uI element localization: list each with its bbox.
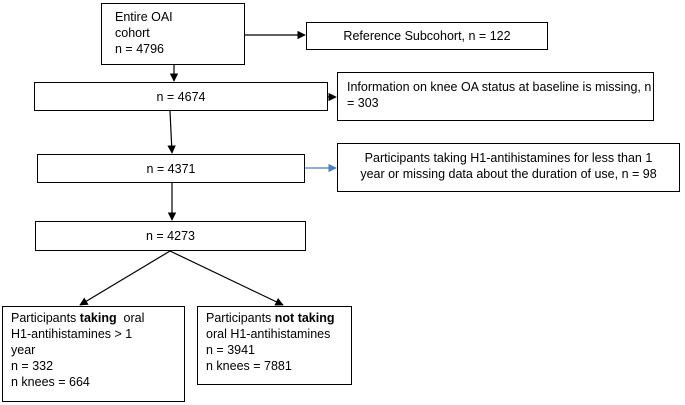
not-taking-bold: not taking [274,311,335,325]
not-taking-group-box: Participants not taking oral H1-antihist… [197,306,352,385]
entire-cohort-line1: Entire OAI [115,10,173,24]
taking-group-count: n = 332 [11,359,54,373]
missing-oa-status-line2: = 303 [347,96,379,110]
not-taking-group-line2: oral H1-antihistamines [206,327,331,341]
not-taking-group-count: n = 3941 [206,343,256,357]
missing-oa-status-box: Information on knee OA status at baselin… [337,72,654,121]
taking-group-line2: H1-antihistamines > 1 [11,327,133,341]
after-missing-oa-box: n = 4371 [37,154,305,183]
taking-bold: taking [79,311,117,325]
after-short-use-count: n = 4273 [145,229,195,243]
taking-suffix: oral [116,311,145,325]
taking-group-line1: Participants taking oral [11,310,184,326]
arrow-4674-to-4371 [167,110,176,154]
arrow-4273-to-not-taking [169,250,284,306]
reference-subcohort-box: Reference Subcohort, n = 122 [306,22,548,50]
not-taking-group-knees: n knees = 7881 [206,359,292,373]
arrow-4273-to-taking [79,250,171,306]
taking-group-box: Participants taking oral H1-antihistamin… [2,306,185,402]
short-h1-use-box: Participants taking H1-antihistamines fo… [337,143,680,192]
after-short-use-box: n = 4273 [35,221,306,251]
reference-subcohort-text: Reference Subcohort, n = 122 [343,29,511,43]
missing-oa-status-line1: Information on knee OA status at baselin… [347,80,652,94]
entire-cohort-line2: cohort [115,26,150,40]
entire-cohort-count: n = 4796 [115,42,165,56]
after-reference-box: n = 4674 [34,82,328,111]
not-taking-prefix: Participants [206,311,275,325]
taking-group-line3: year [11,343,36,357]
not-taking-group-line1: Participants not taking [206,310,351,326]
taking-prefix: Participants [11,311,80,325]
after-reference-count: n = 4674 [156,90,206,104]
taking-group-knees: n knees = 664 [11,375,90,389]
short-h1-use-line1: Participants taking H1-antihistamines fo… [364,151,653,165]
short-h1-use-line2: year or missing data about the duration … [360,167,657,181]
entire-cohort-box: Entire OAI cohort n = 4796 [101,3,245,65]
after-missing-oa-count: n = 4371 [146,162,196,176]
